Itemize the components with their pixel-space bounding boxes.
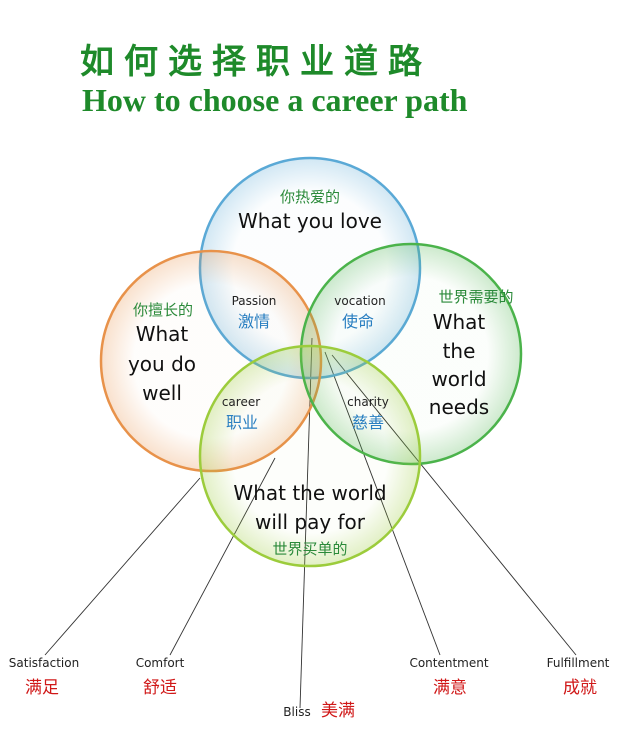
page-title-english: How to choose a career path [82, 82, 468, 118]
paid-for-en-line-2: will pay for [255, 510, 366, 534]
good-at-en-line-3: well [142, 381, 182, 405]
world-needs-en-line-1: What [433, 310, 486, 334]
vocation-cn-label: 使命 [342, 312, 374, 331]
world-needs-en-line-2: the [443, 339, 476, 363]
world-needs-cn-label: 世界需要的 [438, 288, 513, 306]
outcome-comfort-cn: 舒适 [143, 678, 177, 698]
career-en-label: career [222, 395, 260, 409]
good-at-cn-label: 你擅长的 [133, 301, 193, 319]
paid-for-cn-label: 世界买单的 [272, 540, 347, 558]
outcome-fulfillment-en: Fulfillment [547, 656, 610, 670]
page-title-chinese: 如何选择职业道路 [80, 42, 432, 82]
outcome-satisfaction-en: Satisfaction [9, 656, 79, 670]
line-satisfaction [44, 477, 201, 656]
circle-what-the-world-pays-for [198, 344, 422, 568]
charity-en-label: charity [347, 395, 389, 409]
love-cn-label: 你热爱的 [280, 188, 340, 206]
outcome-bliss-en: Bliss [283, 705, 310, 719]
paid-for-en-line-1: What the world [233, 481, 386, 505]
outcome-contentment-en: Contentment [409, 656, 488, 670]
passion-en-label: Passion [232, 294, 277, 308]
world-needs-en-line-3: world [431, 367, 486, 391]
outcome-fulfillment-cn: 成就 [563, 678, 597, 698]
outcome-satisfaction-cn: 满足 [25, 678, 59, 698]
outcome-bliss-cn: 美满 [321, 701, 355, 721]
love-en-label: What you love [238, 209, 382, 233]
good-at-en-line-1: What [136, 322, 189, 346]
vocation-en-label: vocation [334, 294, 385, 308]
passion-cn-label: 激情 [238, 312, 270, 331]
outcome-comfort-en: Comfort [136, 656, 185, 670]
outcome-contentment-cn: 满意 [433, 678, 467, 698]
charity-cn-label: 慈善 [352, 413, 384, 432]
career-cn-label: 职业 [226, 413, 258, 432]
world-needs-en-line-4: needs [429, 395, 489, 419]
good-at-en-line-2: you do [128, 352, 196, 376]
